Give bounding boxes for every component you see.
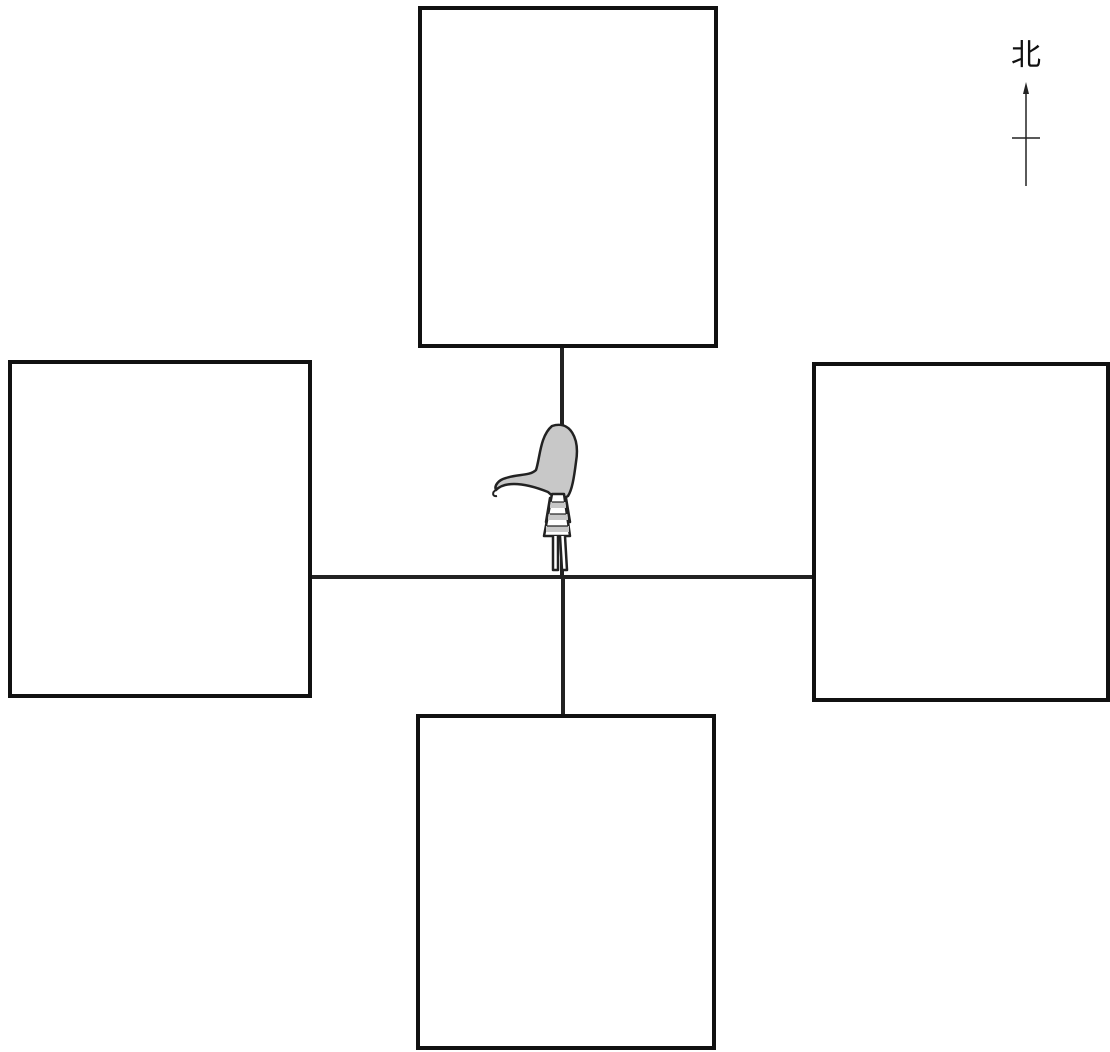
west-box	[8, 360, 312, 698]
north-box	[418, 6, 718, 348]
girl-figure-icon	[486, 418, 596, 580]
north-arrow-icon	[1000, 76, 1052, 192]
east-box	[812, 362, 1110, 702]
south-box	[416, 714, 716, 1050]
compass-north-label: 北	[1004, 38, 1048, 74]
south-road	[561, 577, 565, 714]
